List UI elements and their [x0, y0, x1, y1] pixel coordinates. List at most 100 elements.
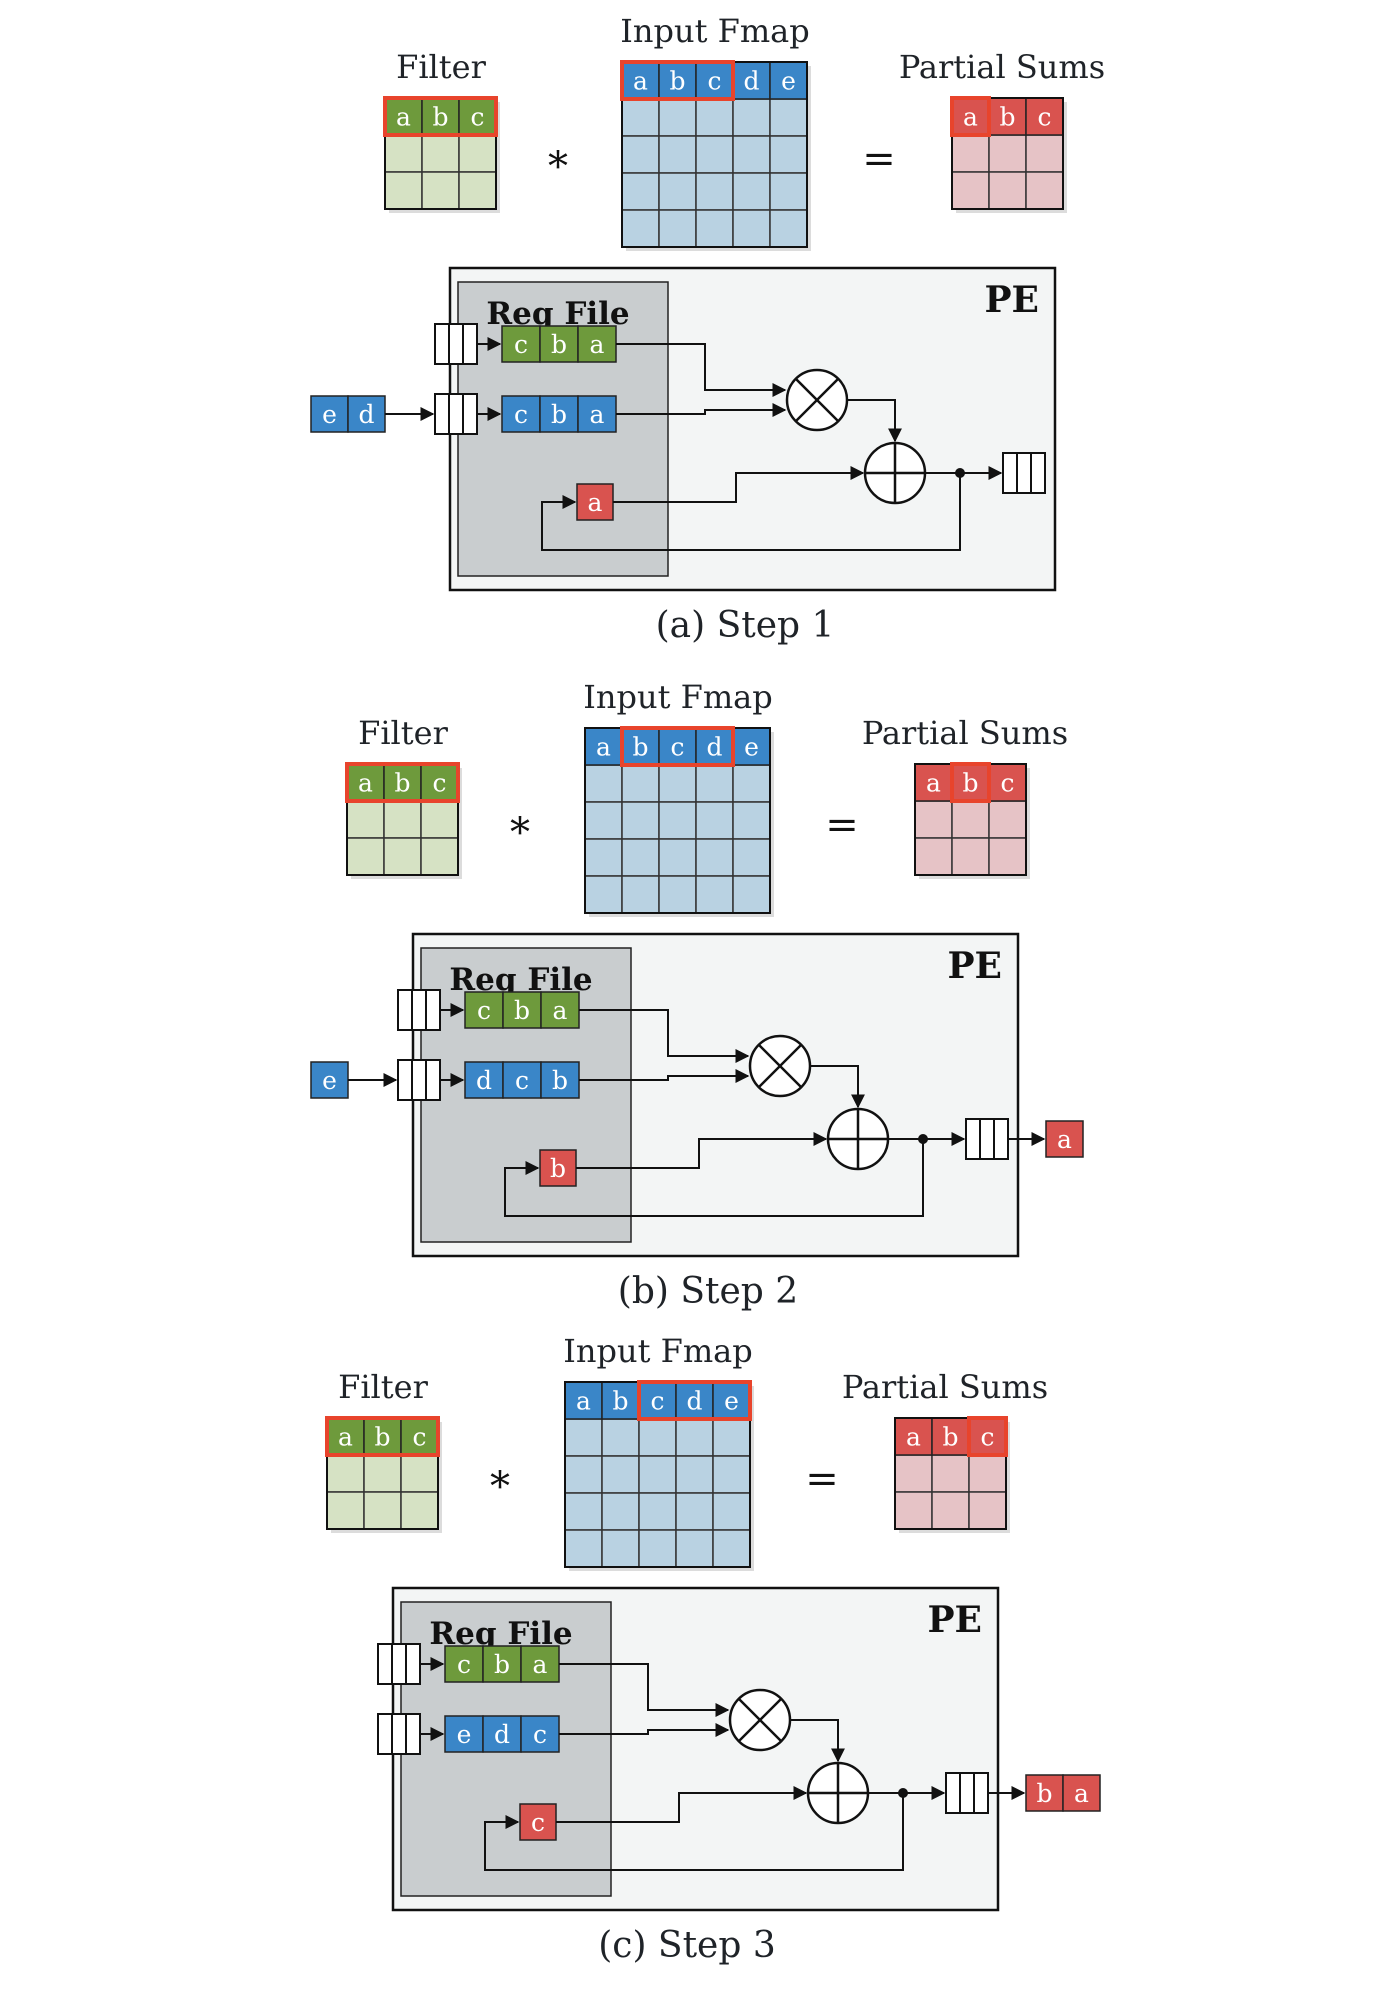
psum-grid-cell — [951, 837, 990, 876]
fmap-cell — [584, 727, 623, 766]
filter-grid-cell — [363, 1491, 402, 1530]
equals-operator: = — [805, 1456, 839, 1502]
filter-in-fifo — [397, 989, 441, 1031]
fmap-letter: b — [669, 67, 685, 96]
fmap-letter: c — [670, 733, 684, 762]
filter-in-fifo — [434, 323, 478, 365]
output-queue-letter: a — [1057, 1125, 1072, 1154]
reg-input-cell — [520, 1715, 560, 1753]
reg-psum-letter: a — [588, 488, 603, 517]
fmap-grid-cell — [638, 1529, 677, 1568]
fmap-letter: d — [743, 67, 759, 96]
fmap-grid-cell — [695, 209, 734, 248]
input-to-mult-wire — [559, 1723, 730, 1737]
fmap-grid-cell — [638, 1455, 677, 1494]
input-queue-cell — [310, 395, 349, 433]
mult-to-adder-wire — [810, 1065, 865, 1109]
fmap-grid-cell — [675, 1455, 714, 1494]
reg-input-letter: d — [494, 1720, 510, 1749]
input-to-mult-wire — [579, 1069, 750, 1083]
fmap-grid-cell — [732, 875, 771, 914]
filter-grid-cell — [458, 134, 497, 173]
pe-label: PE — [947, 945, 1002, 987]
psum-letter: a — [906, 1423, 921, 1452]
reg-input-cell — [540, 1061, 580, 1099]
feedback-wire — [504, 1139, 924, 1217]
psum-grid-cell — [951, 800, 990, 839]
reg-psum-cell — [519, 1803, 557, 1841]
input-queue-letter: e — [322, 1066, 337, 1095]
reg-filter-letter: c — [514, 330, 528, 359]
fmap-cell — [601, 1381, 640, 1420]
reg-input-letter: e — [457, 1720, 472, 1749]
psum-grid-cell — [1025, 171, 1064, 210]
feedback-wire — [484, 1793, 904, 1871]
reg-input-letter: c — [514, 400, 528, 429]
filter-grid-cell — [363, 1454, 402, 1493]
fmap-grid-cell — [695, 98, 734, 137]
output-queue-letter: a — [1074, 1779, 1089, 1808]
reg-filter-cell — [501, 325, 541, 363]
reg-filter-cell — [520, 1645, 560, 1683]
filter-cell — [384, 97, 423, 136]
input-queue-letter: e — [322, 400, 337, 429]
weight-to-mult-wire — [579, 1009, 750, 1063]
psum-to-adder-wire — [613, 466, 865, 503]
reg-input-letter: c — [515, 1066, 529, 1095]
fmap-grid-cell — [675, 1529, 714, 1568]
reg-filter-cell — [482, 1645, 522, 1683]
input-fmap-title: Input Fmap — [583, 678, 772, 716]
reg-filter-letter: b — [494, 1650, 510, 1679]
fmap-grid-cell — [621, 98, 660, 137]
step-caption: (c) Step 3 — [598, 1925, 776, 1966]
reg-input-letter: a — [590, 400, 605, 429]
filter-cell — [458, 97, 497, 136]
fmap-grid-cell — [564, 1455, 603, 1494]
psum-grid-cell — [988, 134, 1027, 173]
filter-grid-cell — [346, 800, 385, 839]
output-queue-letter: b — [1036, 1779, 1052, 1808]
fmap-grid-cell — [621, 764, 660, 803]
fmap-letter: c — [650, 1387, 664, 1416]
fmap-grid-cell — [675, 1492, 714, 1531]
fmap-grid-cell — [695, 875, 734, 914]
fmap-grid-cell — [601, 1418, 640, 1457]
fmap-grid-cell — [695, 801, 734, 840]
psum-letter: c — [1000, 769, 1014, 798]
input-fmap-title: Input Fmap — [620, 12, 809, 50]
filter-highlight — [325, 1416, 440, 1457]
psum-letter: c — [1037, 103, 1051, 132]
reg-input-cell — [577, 395, 617, 433]
reg-input-cell — [502, 1061, 542, 1099]
fmap-grid-cell — [621, 172, 660, 211]
reg-filter-cell — [577, 325, 617, 363]
fmap-grid-cell — [769, 98, 808, 137]
reg-filter-cell — [540, 991, 580, 1029]
fmap-grid-cell — [621, 801, 660, 840]
convolution-operator: * — [510, 810, 530, 856]
reg-input-letter: c — [533, 1720, 547, 1749]
fmap-grid-cell — [584, 838, 623, 877]
psum-grid-cell — [988, 837, 1027, 876]
fmap-grid-cell — [695, 764, 734, 803]
fmap-grid-cell — [621, 209, 660, 248]
psum-grid-cell — [894, 1454, 933, 1493]
filter-letter: b — [394, 769, 410, 798]
multiplier-cross — [758, 1044, 802, 1088]
output-fifo — [945, 1772, 989, 1814]
psum-grid-cell — [968, 1491, 1007, 1530]
psum-grid-cell — [931, 1454, 970, 1493]
psum-grid-cell — [914, 800, 953, 839]
reg-psum-letter: c — [531, 1808, 545, 1837]
input-in-fifo — [397, 1059, 441, 1101]
fmap-grid-cell — [712, 1529, 751, 1568]
fmap-grid-cell — [658, 838, 697, 877]
fmap-grid-cell — [584, 875, 623, 914]
reg-filter-letter: a — [533, 1650, 548, 1679]
fmap-grid-cell — [695, 838, 734, 877]
partial-sums-title: Partial Sums — [862, 714, 1068, 752]
reg-filter-letter: b — [514, 996, 530, 1025]
fmap-letter: e — [781, 67, 796, 96]
